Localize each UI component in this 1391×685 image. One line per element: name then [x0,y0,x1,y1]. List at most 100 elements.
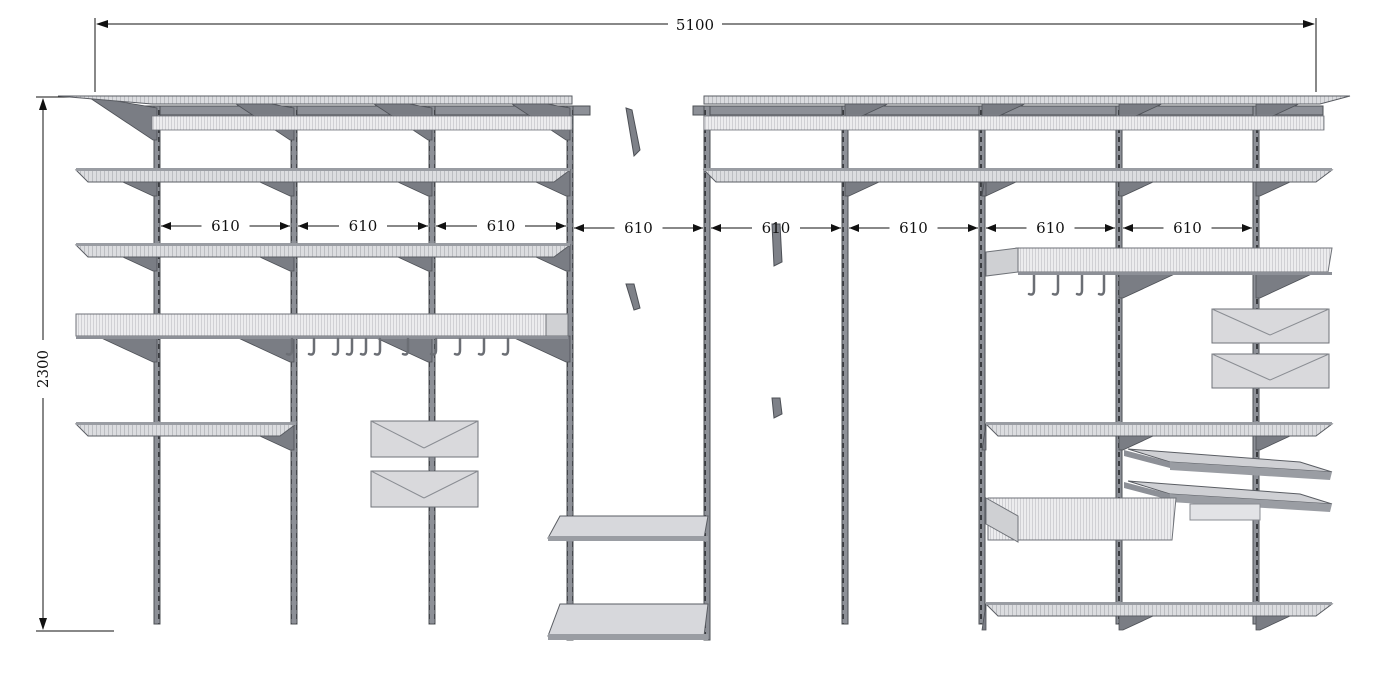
shelf-bracket [233,335,295,363]
shelf-bracket [96,335,158,363]
bay-dim-arrow [711,224,721,232]
bay-dim-arrow [693,224,703,232]
bay-dim-arrow [1105,224,1115,232]
drawer-diagonal [423,420,479,449]
loose-hangers [625,107,783,419]
loose-hook [771,223,783,267]
mesh-drawer-upper-left [370,420,479,458]
wire-shelf-right [984,603,1334,617]
bay-dim-arrow [418,222,428,230]
vertical-standard [703,105,711,641]
top-shelf-bracket [86,95,158,141]
basket-rail [1018,272,1332,275]
wire-basket-lower-right [987,497,1177,541]
bay-dim-arrow [849,224,859,232]
basket-rail [76,336,568,339]
drawer-diagonal [370,470,425,499]
overall-height-dimension: 2300 [34,96,114,632]
shelf-front-edge [548,634,708,640]
top-shelf-left [57,95,573,105]
vertical-standard [290,105,298,625]
overall-width-label: 5100 [676,16,714,34]
shelf-front-edge [76,422,296,425]
mesh-drawer-lower-right [1211,353,1330,389]
tray-bin [1189,503,1261,521]
mesh-drawer-upper-right [1211,308,1330,344]
tray-side [1124,450,1170,468]
shelf-front-edge [548,536,708,541]
shelf-bracket [509,335,571,363]
accessory-hook [307,337,316,356]
accessory-hook [1027,273,1036,296]
bay-dim-arrow [1123,224,1133,232]
accessory-hook [477,337,486,356]
accessory-hook [1075,273,1084,296]
accessory-hook [345,337,354,356]
top-shelf-left-face [151,115,573,131]
drawer-diagonal [370,420,425,449]
bay-dim-arrow [986,224,996,232]
accessory-hook [1097,273,1106,296]
height-arrow-bottom [39,618,47,630]
bay-width-label: 610 [1036,219,1065,237]
drawer-diagonal [423,470,479,499]
accessory-hook [359,337,368,356]
middle-shelf-upper [547,515,709,539]
accessory-hooks [285,273,1106,356]
vertical-standards [153,105,1260,641]
loose-hook [625,283,641,311]
shelf-front-edge [986,422,1332,425]
loose-hook [771,397,783,419]
wire-shelf-left [74,244,572,258]
bay-dim-arrow [831,224,841,232]
accessory-hook [501,337,510,356]
accessory-hook [401,337,410,356]
tray-front [1170,494,1332,512]
top-shelf-right [703,95,1351,105]
wire-shelf-left [74,423,298,437]
basket-side-panel [985,247,1019,277]
bay-width-label: 610 [899,219,928,237]
accessory-hook [1051,273,1060,296]
width-arrow-left [96,20,108,28]
vertical-standard [428,105,436,625]
vertical-standard [153,105,161,625]
shelf-front-edge [76,168,570,171]
shelf-bracket-right [1118,271,1180,299]
bay-width-label: 610 [487,217,516,235]
wire-shelves [57,95,1351,617]
loose-hook [625,107,641,158]
bay-width-label: 610 [1173,219,1202,237]
width-arrow-right [1303,20,1315,28]
mesh-drawer-lower-left [370,470,479,508]
bay-width-dimensions: 610 610 610 610 610 610 610 610 [161,217,1252,237]
drawer-diagonal [1211,353,1271,381]
bay-width-label: 610 [211,217,240,235]
overall-width-dimension: 5100 [94,16,1317,92]
wire-shelf-right [984,423,1334,437]
accessory-hook [453,337,462,356]
bay-dim-arrow [574,224,584,232]
shelf-bracket [981,603,987,631]
tray-side [1124,482,1170,500]
right-mesh-drawers [1211,308,1330,389]
drawer-diagonal [1269,353,1330,381]
top-shelf-right-face [703,115,1325,131]
overall-height-label: 2300 [34,350,52,388]
right-rail-basket [985,247,1333,277]
shelf-front-edge [704,168,1332,171]
shelf-front-edge [986,602,1332,605]
bay-dim-arrow [280,222,290,230]
bay-dim-arrow [1242,224,1252,232]
left-mesh-drawers [370,420,479,508]
wide-wire-basket-right [1015,247,1333,273]
left-rail-basket-row [75,313,569,339]
wire-shelf-left [74,169,572,183]
tray-front [1170,462,1332,480]
accessory-hook [429,337,438,356]
bay-dim-arrow [298,222,308,230]
middle-shelf-lower [547,603,709,637]
shelf-bracket-right [1255,271,1317,299]
wide-wire-basket-left [75,313,567,337]
